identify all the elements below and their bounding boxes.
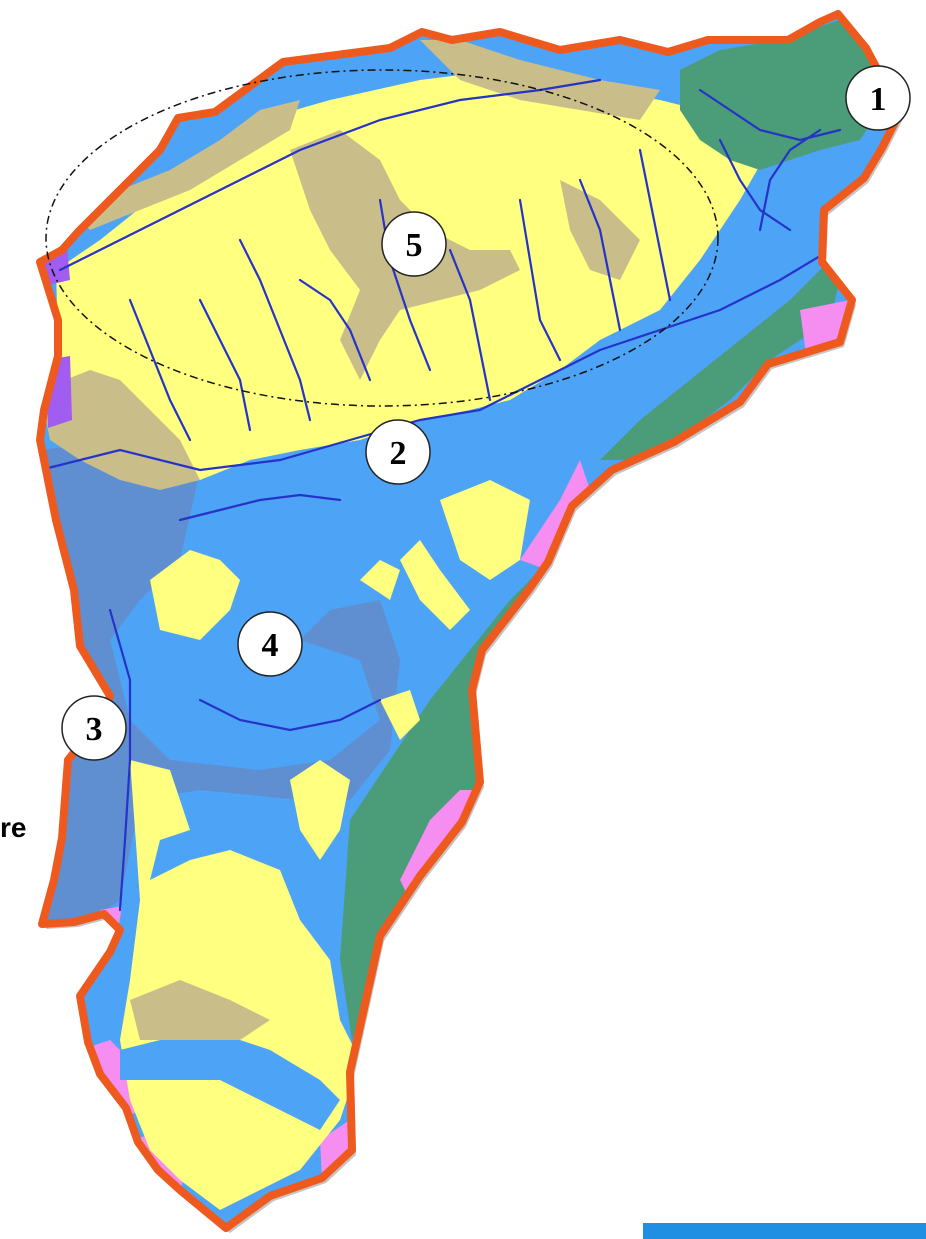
callout-1-label: 1 xyxy=(870,81,887,118)
island-4 xyxy=(440,480,530,580)
southern-terrace xyxy=(130,980,270,1040)
callout-1: 1 xyxy=(845,65,911,131)
dark-basin-zone xyxy=(40,440,400,930)
callout-3-label: 3 xyxy=(86,711,103,748)
southern-channel xyxy=(120,1030,340,1130)
callout-2: 2 xyxy=(365,419,431,485)
river-network xyxy=(40,78,842,912)
southern-upland-east xyxy=(290,760,350,860)
island-2 xyxy=(360,560,400,600)
island-5 xyxy=(380,690,420,740)
pink-east-2 xyxy=(520,460,590,570)
callout-4: 4 xyxy=(237,611,303,677)
callout-5: 5 xyxy=(381,211,447,277)
callout-4-label: 4 xyxy=(262,627,279,664)
callout-3: 3 xyxy=(61,695,127,761)
east-ridge xyxy=(600,260,840,460)
terrace-north-1 xyxy=(60,100,300,230)
cropped-edge-text: re xyxy=(0,812,27,843)
island-3 xyxy=(400,540,470,630)
callout-2-label: 2 xyxy=(390,435,407,472)
island-1 xyxy=(150,550,240,640)
callout-5-label: 5 xyxy=(406,227,423,264)
bottom-accent-bar xyxy=(643,1223,926,1239)
terrace-north-2 xyxy=(420,40,660,120)
region-boundary xyxy=(36,10,904,1232)
zone-5-outline xyxy=(45,69,719,407)
